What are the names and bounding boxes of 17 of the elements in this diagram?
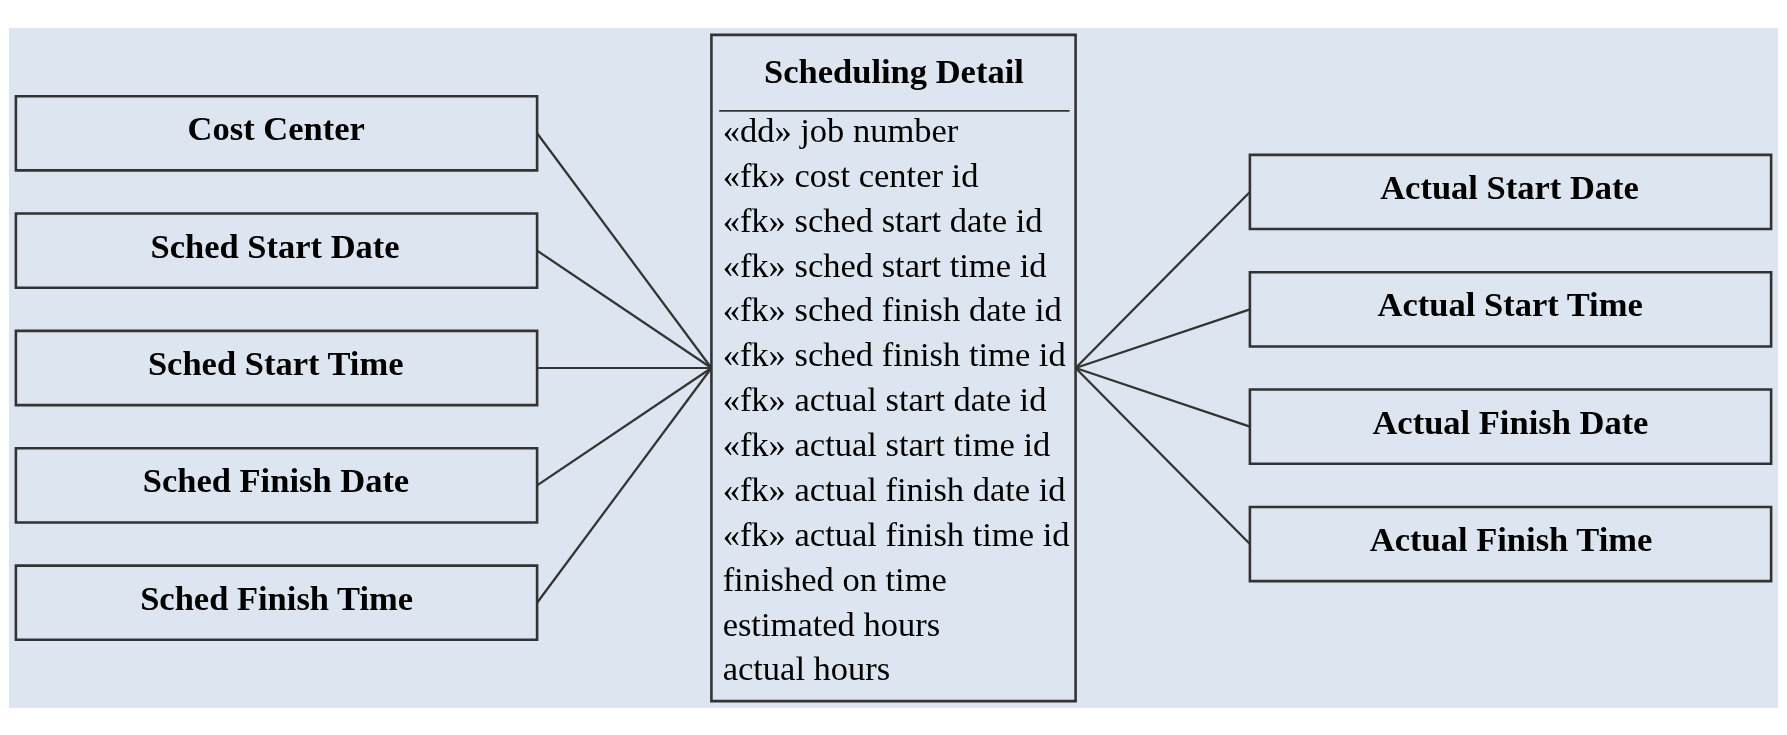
connector <box>1075 307 1251 369</box>
node-box: Actual Finish Time <box>1248 505 1773 582</box>
connector <box>1074 190 1251 369</box>
node-box: Cost Center <box>14 94 539 172</box>
node-box: Sched Finish Time <box>14 563 539 641</box>
connector <box>1074 366 1251 545</box>
node-box: Sched Start Date <box>14 211 539 289</box>
node-box: Actual Finish Date <box>1248 387 1773 465</box>
node-box: Actual Start Time <box>1248 270 1773 348</box>
node-box: Scheduling Detail «dd» job number «fk» cost center id «fk» sched start date id «fk» sched start time id «fk» sched finish date id «fk» sched finish time id «fk» actual start date id «fk» actual start time id «fk» actual finish date id «fk» actual finish time id finished on time estimated hours actual hours <box>710 33 1077 702</box>
node-box: Actual Start Date <box>1248 153 1773 230</box>
connector <box>536 366 713 603</box>
node-box: Sched Start Time <box>14 329 539 406</box>
connector <box>537 366 712 369</box>
connector <box>1075 366 1251 428</box>
connector <box>536 132 713 369</box>
node-box: Sched Finish Date <box>14 446 539 524</box>
